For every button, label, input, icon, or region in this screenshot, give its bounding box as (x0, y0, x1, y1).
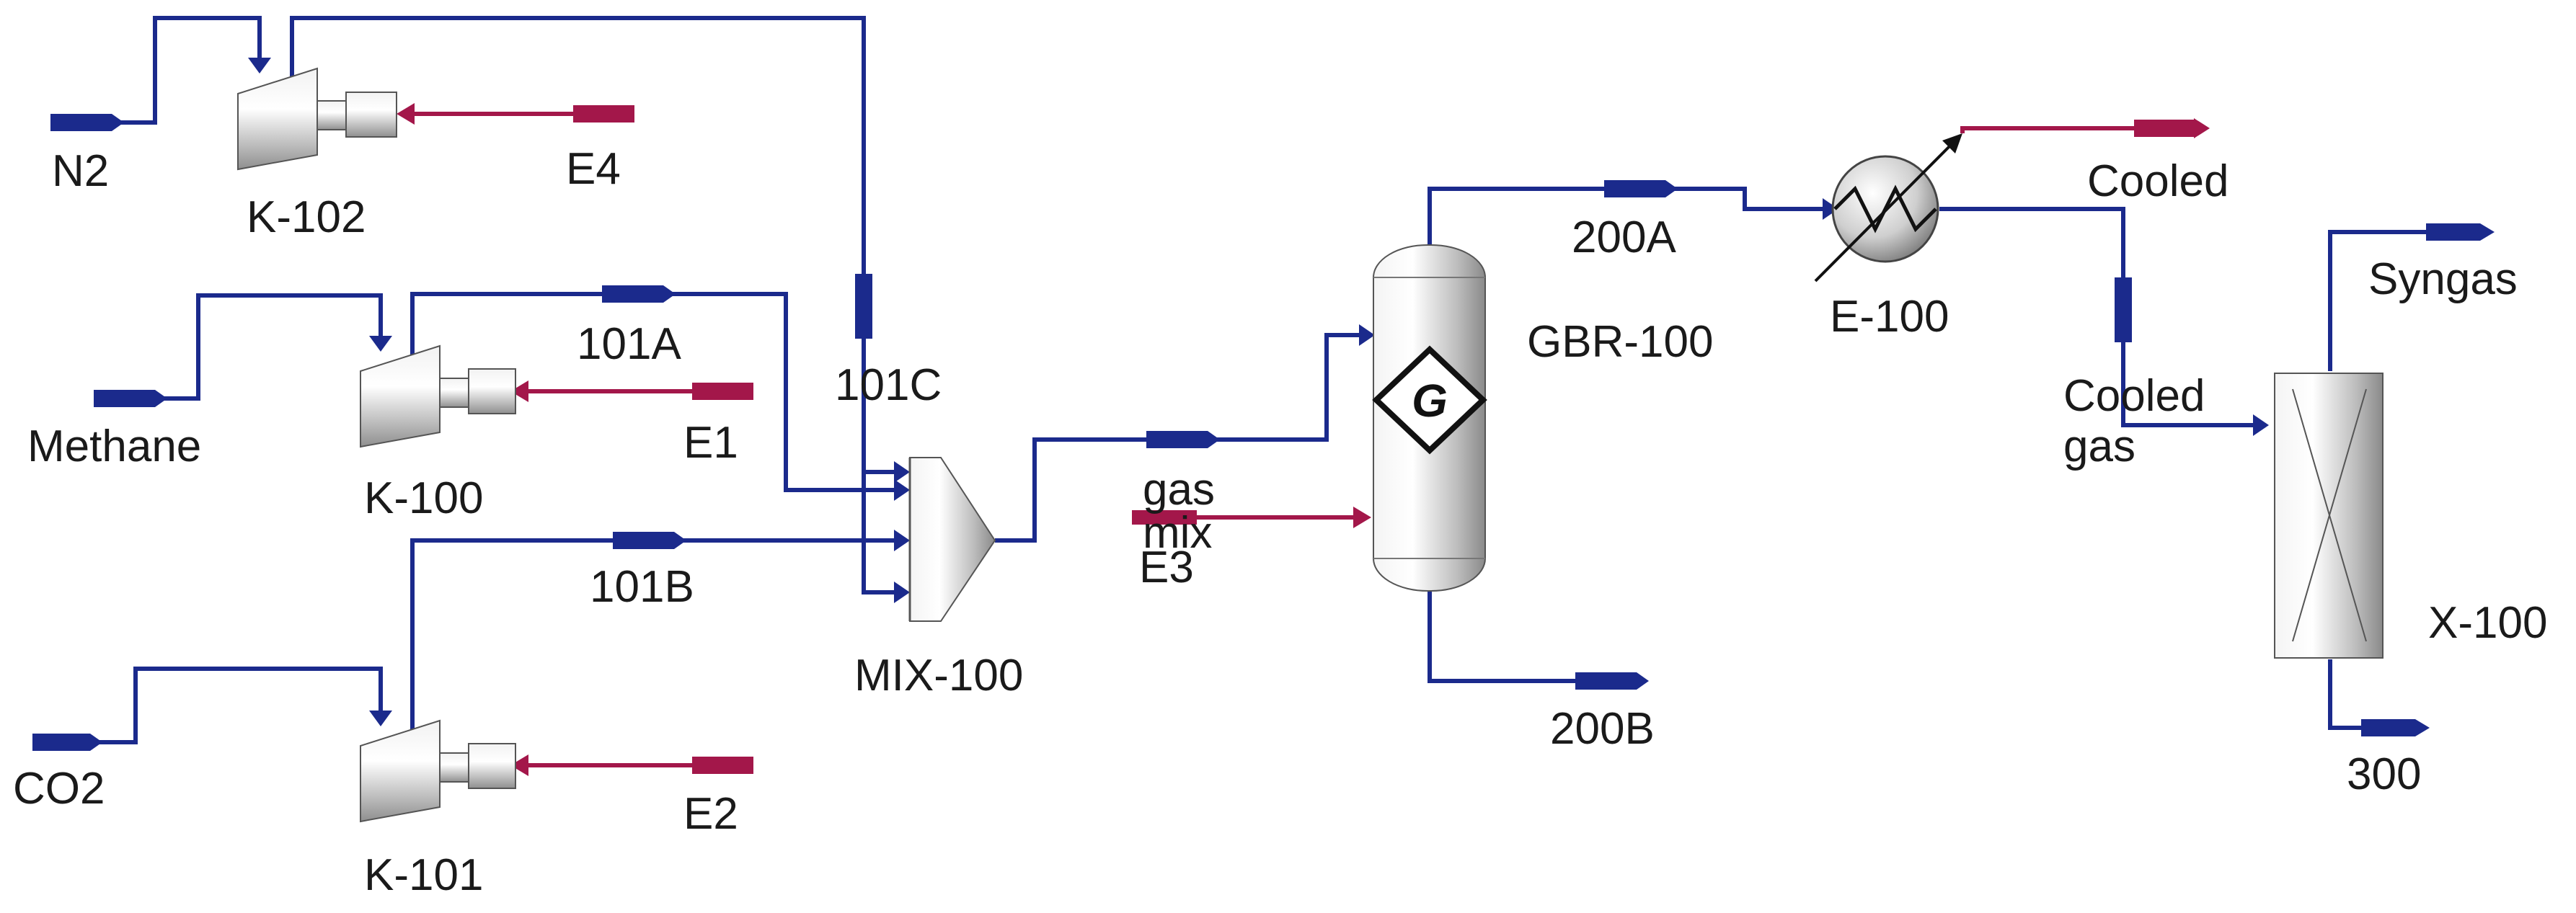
labels: N2 K-102 E4 Methane K-100 E1 101A 101C 1… (13, 144, 2547, 900)
label-e3: E3 (1139, 543, 1194, 592)
mixer-mix100[interactable] (908, 457, 996, 622)
stream-200a-head (1604, 180, 1678, 197)
compressor-k102[interactable] (237, 67, 397, 171)
cooler-e100[interactable] (1814, 133, 1962, 282)
stream-cooled-gas-tip (2253, 414, 2269, 436)
energy-e2-head (692, 757, 753, 774)
material-streams (32, 16, 2495, 751)
stream-gas-mix-head (1146, 431, 1220, 448)
energy-e4-tip (397, 103, 415, 125)
stream-101a-head (602, 285, 676, 303)
label-cooled: Cooled (2087, 156, 2228, 206)
label-e1: E1 (683, 418, 738, 468)
stream-200b-line[interactable] (1428, 591, 1586, 683)
label-101b: 101B (590, 562, 694, 612)
label-gas-mix-line2: mix (1143, 508, 1212, 558)
label-e4: E4 (566, 144, 621, 194)
compressor-k102-motor (345, 92, 397, 138)
compressor-k101-motor (468, 743, 516, 789)
stream-n2-line[interactable] (50, 16, 262, 125)
label-101c: 101C (835, 360, 942, 410)
stream-syngas-line[interactable] (2328, 230, 2437, 371)
compressor-k100-body (360, 344, 441, 448)
splitter-x100-cross-b (2292, 388, 2367, 642)
label-n2: N2 (52, 146, 109, 196)
label-mix100: MIX-100 (854, 651, 1023, 700)
stream-200a-line[interactable] (1428, 187, 1830, 249)
splitter-x100[interactable] (2274, 373, 2384, 659)
stream-101b-line[interactable] (410, 538, 901, 749)
label-k102: K-102 (247, 192, 366, 242)
label-k101: K-101 (364, 850, 483, 900)
stream-101c-tip (894, 461, 910, 483)
stream-101c-branch (862, 472, 901, 594)
label-gbr100: GBR-100 (1527, 317, 1713, 367)
cooler-e100-adjust-tip (1942, 133, 1962, 153)
label-x100: X-100 (2428, 598, 2547, 648)
energy-e2-tip (510, 754, 528, 776)
compressor-k101-body (360, 719, 441, 823)
label-101a: 101A (577, 319, 681, 369)
stream-101c-head (855, 274, 872, 339)
stream-200a-tip (1823, 198, 1838, 220)
energy-cooled-head (2134, 120, 2195, 137)
label-syngas: Syngas (2368, 254, 2518, 304)
energy-e3-head (1132, 510, 1197, 525)
compressor-k101[interactable] (360, 719, 516, 823)
label-200a: 200A (1572, 213, 1676, 262)
label-300: 300 (2347, 749, 2421, 799)
stream-101c-line[interactable] (290, 16, 901, 474)
compressor-k100-shaft (439, 378, 469, 408)
energy-e4-head (573, 105, 634, 123)
stream-gas-mix-tip (1359, 324, 1375, 346)
label-co2: CO2 (13, 764, 105, 814)
reactor-gbr100-symbol: G (1412, 375, 1448, 427)
reactor-gbr100-diamond (1372, 345, 1487, 455)
compressor-k100-motor (468, 368, 516, 414)
stream-300-line[interactable] (2328, 659, 2372, 730)
stream-cooled-gas-head (2115, 277, 2132, 342)
stream-200b-head (1575, 672, 1649, 690)
label-gas-mix-line1: gas (1143, 465, 1215, 515)
label-cooled-gas-line1: Cooled (2063, 371, 2205, 421)
stream-co2-head (32, 734, 102, 751)
stream-101b-tip (894, 530, 910, 551)
energy-e1-head (692, 383, 753, 400)
label-k100: K-100 (364, 473, 483, 523)
energy-cooled-line[interactable] (1960, 126, 2134, 133)
stream-n2-head (50, 114, 124, 131)
stream-101a-tip (894, 479, 910, 501)
stream-methane-head (94, 390, 167, 407)
energy-e3-tip (1353, 507, 1371, 528)
label-cooled-gas-line2: gas (2063, 422, 2135, 471)
cooler-e100-adjust-arrow (1814, 139, 1957, 282)
label-methane: Methane (27, 422, 201, 471)
stream-methane-line[interactable] (94, 293, 383, 401)
reactor-gbr100[interactable]: G (1372, 244, 1487, 592)
stream-syngas-head (2426, 223, 2495, 241)
stream-101b-head (613, 532, 686, 549)
energy-cooled-tip (2194, 118, 2210, 138)
compressor-k102-body (237, 67, 318, 171)
mixer-mix100-body (909, 457, 996, 622)
stream-n2-tip (248, 58, 271, 74)
stream-methane-tip (369, 336, 392, 352)
label-200b: 200B (1550, 704, 1655, 754)
stream-co2-tip (369, 711, 392, 726)
stream-101c-branch-tip (894, 582, 910, 603)
energy-e1-tip (510, 380, 528, 402)
compressor-k100[interactable] (360, 344, 516, 448)
stream-300-head (2361, 719, 2430, 736)
stream-101a-line[interactable] (410, 292, 901, 492)
stream-co2-line[interactable] (32, 667, 383, 744)
compressor-k102-shaft (317, 100, 347, 130)
energy-streams (397, 103, 2210, 776)
label-e100: E-100 (1830, 292, 1949, 342)
compressor-k101-shaft (439, 752, 469, 783)
label-e2: E2 (683, 789, 738, 839)
